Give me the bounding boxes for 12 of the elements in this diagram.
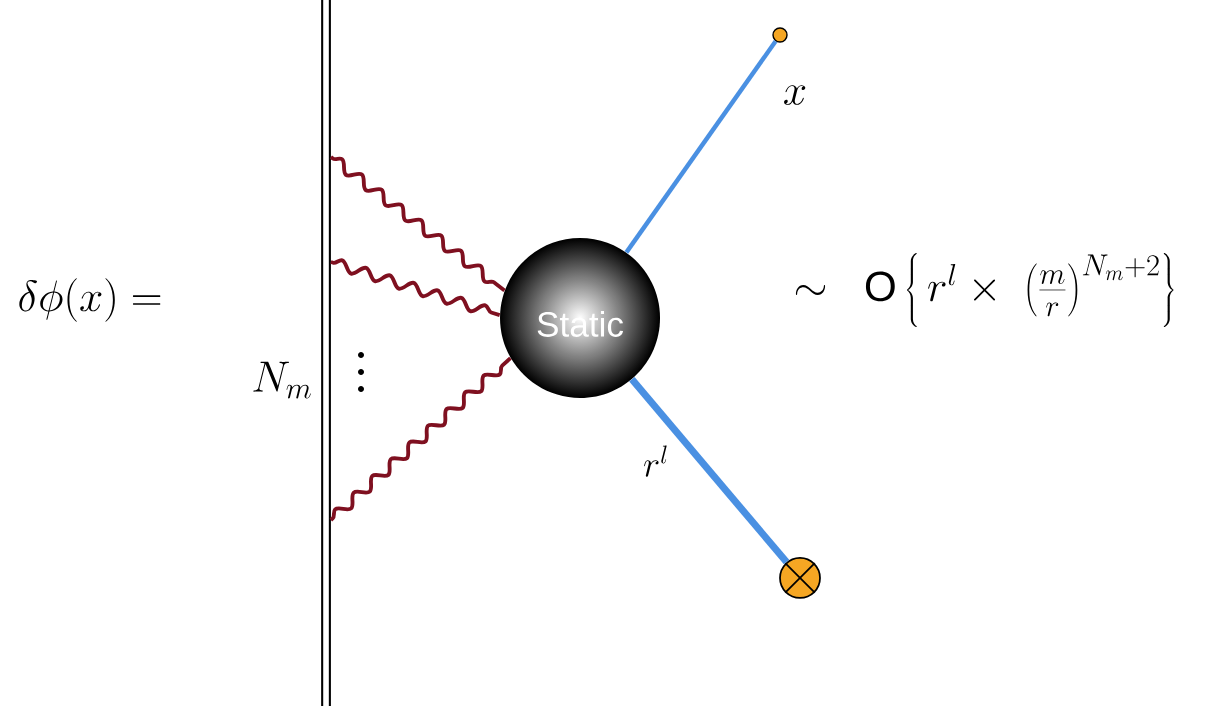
equation: $\sim\;\; \mathrm{O}\left\{\, r^l \times \;\left(\frac{m}{r}\right)^{N_m+2}\right\}$ [795,253,1174,327]
node-label: $x$ [784,85,806,105]
line [629,377,790,565]
wavy-line [329,155,506,293]
line [624,40,778,254]
crossed-circle [779,557,821,599]
double-line [321,0,331,706]
vertex-dot [772,27,788,43]
wavy-line [330,258,501,318]
equation: $\delta\phi(x) =$ [19,278,161,322]
edge-label: $r^l$ [644,445,667,477]
node-label: $N_m$ [253,361,311,399]
